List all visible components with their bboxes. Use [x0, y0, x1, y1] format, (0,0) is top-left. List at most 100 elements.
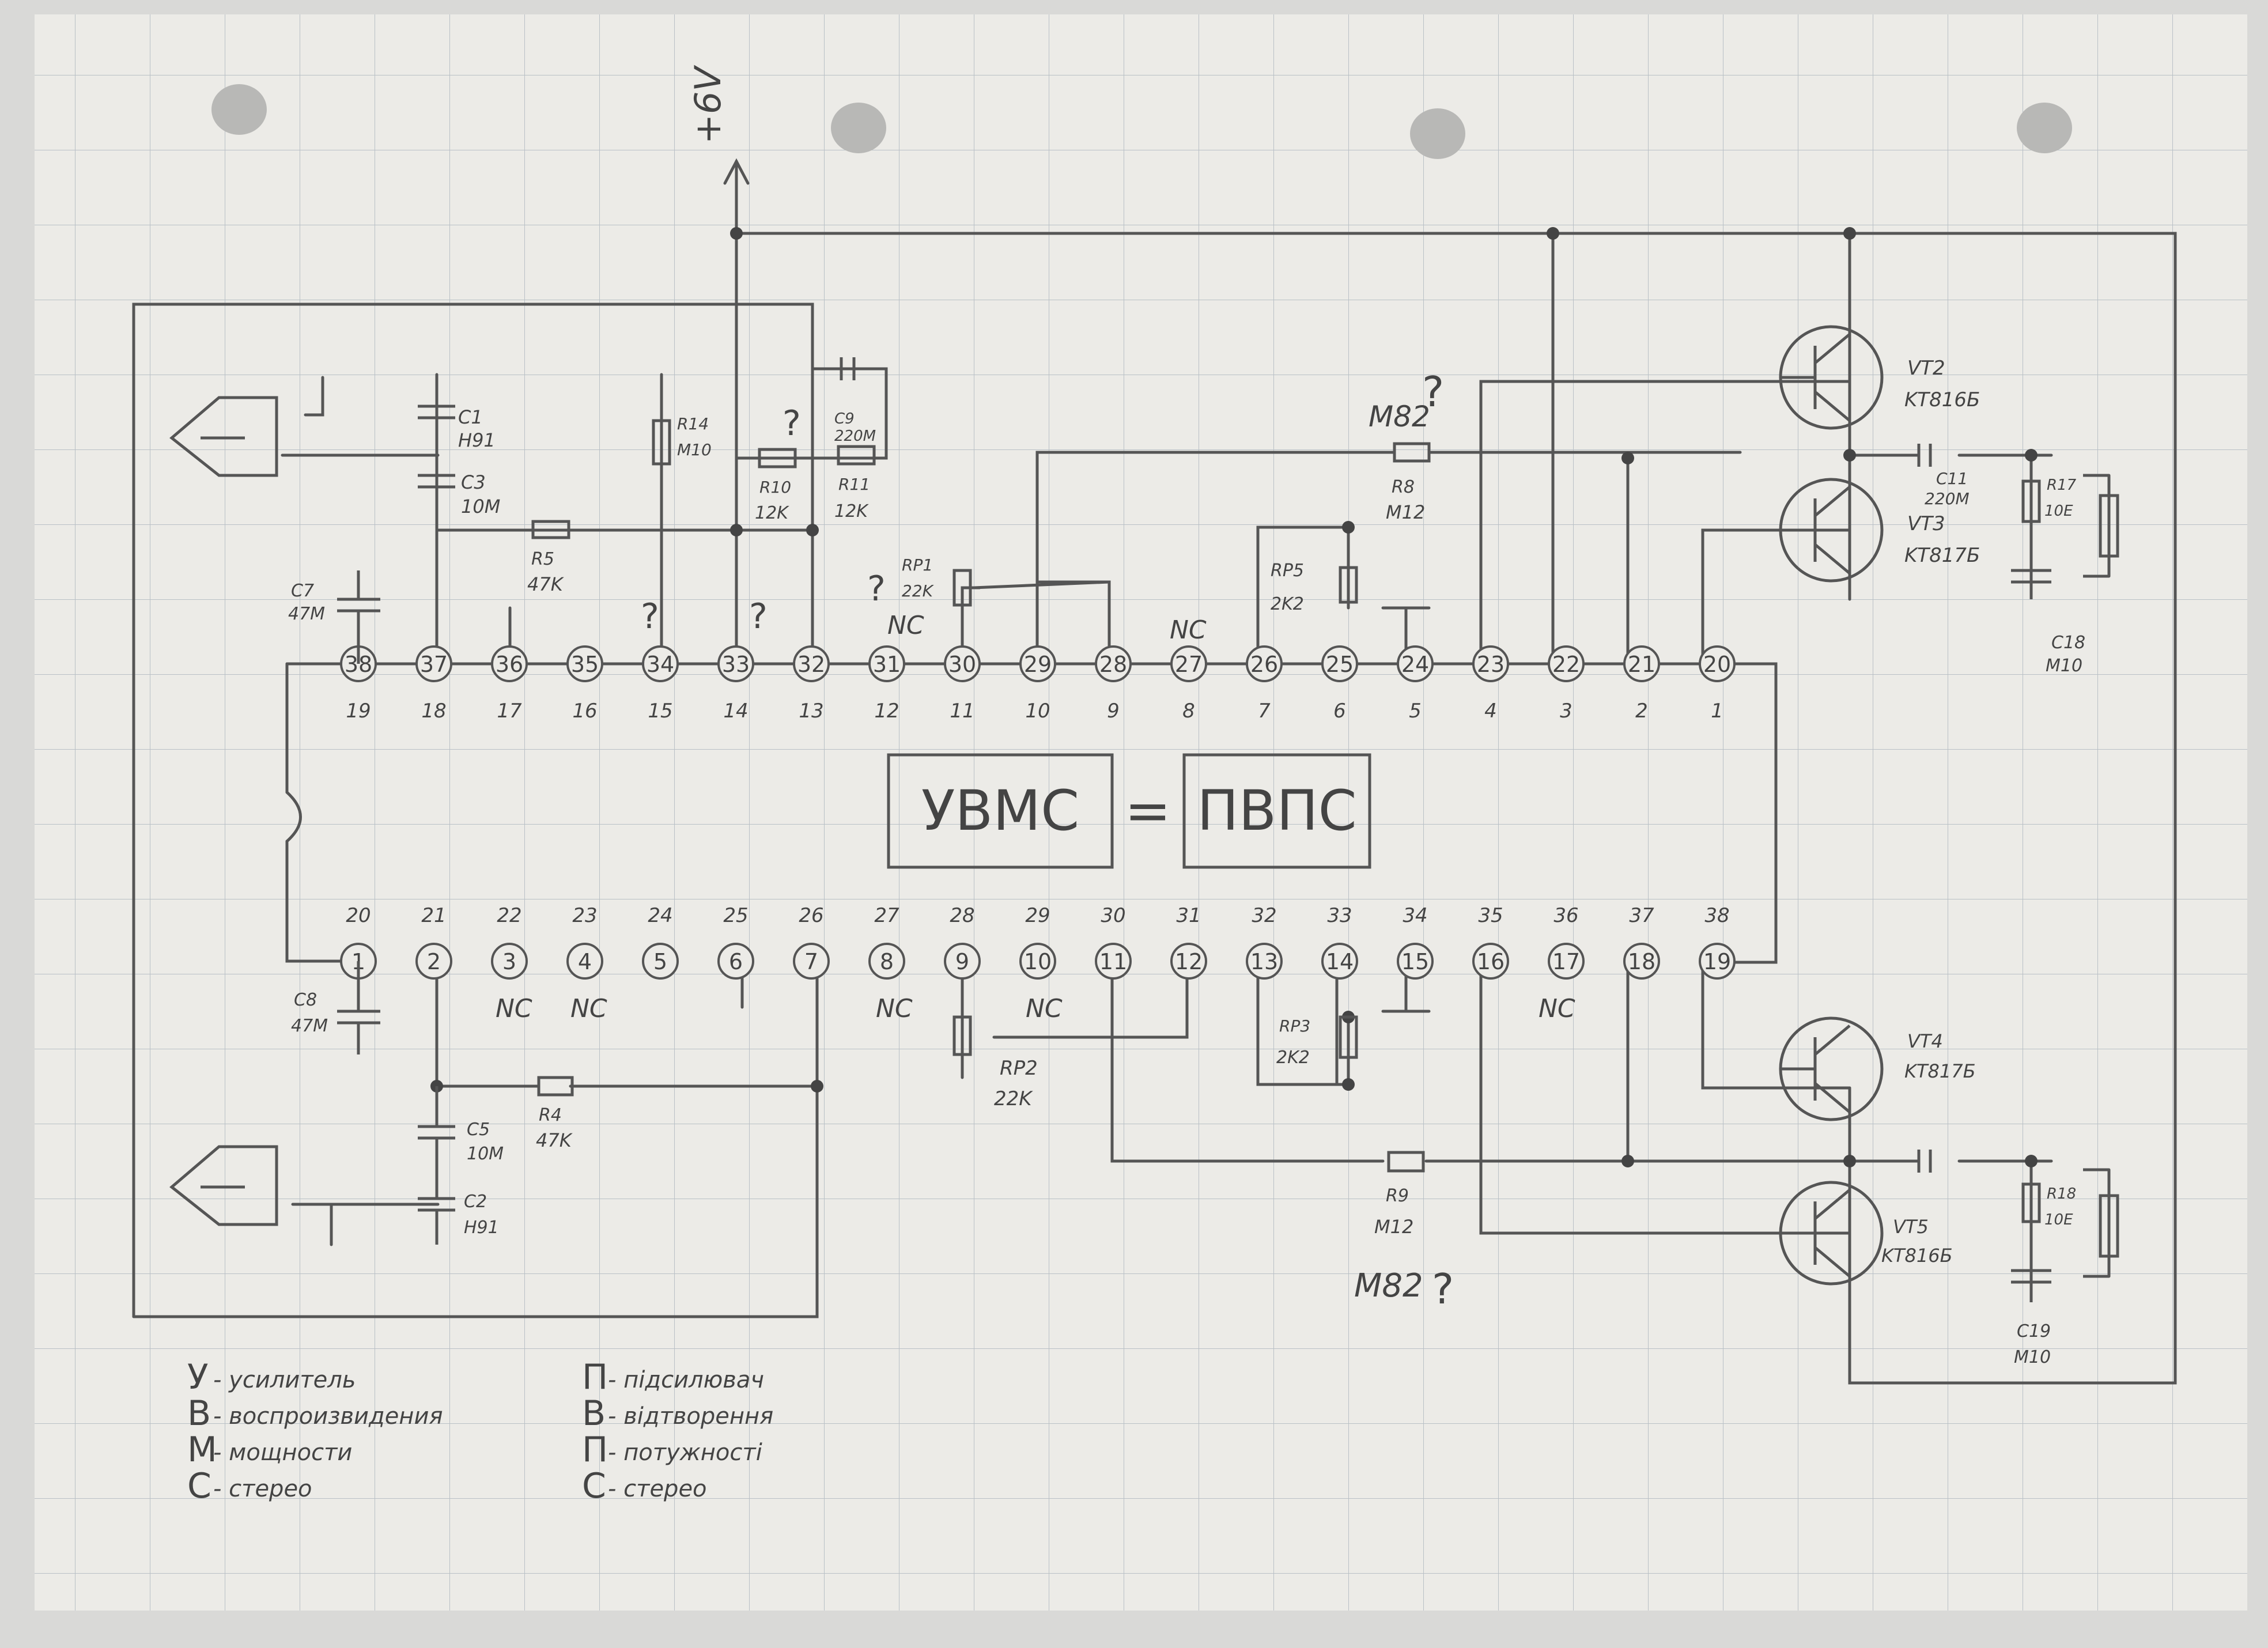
- ic-pin-position: 11: [950, 700, 974, 723]
- ic-pin-position: 8: [1182, 700, 1195, 723]
- legend-letter: П: [582, 1430, 608, 1470]
- ic-pin: [793, 943, 830, 980]
- r14-resistor: [652, 419, 671, 466]
- nc-label: NC: [1026, 994, 1063, 1023]
- legend-text: - відтворення: [608, 1403, 773, 1430]
- ic-pin-position: 36: [1553, 904, 1578, 927]
- ic-pin-position: 38: [1704, 904, 1729, 927]
- junction-dot: [2025, 1155, 2038, 1167]
- legend-letter: У: [187, 1357, 209, 1397]
- junction-dot: [730, 227, 743, 240]
- chip-name-right: ПВПС: [1197, 778, 1356, 843]
- ic-pin-number: 32: [797, 652, 825, 677]
- ic-pin: [1019, 943, 1056, 980]
- junction-dot: [1621, 1155, 1634, 1167]
- vt5-label: VT5: [1893, 1216, 1929, 1238]
- rp2-value: 22K: [994, 1087, 1033, 1110]
- outer-loop-wire: [132, 303, 814, 1318]
- c7-capacitor: [337, 570, 380, 664]
- c9-capacitor: [812, 357, 888, 458]
- r9-resistor: [1387, 1151, 1425, 1173]
- ic-pin-position: 3: [1560, 700, 1573, 723]
- ic-pin: [1246, 943, 1283, 980]
- nc-label: NC: [887, 611, 924, 640]
- vt4-label: VT4: [1907, 1030, 1943, 1052]
- ic-pin-position: 35: [1478, 904, 1503, 927]
- ic-pin-number: 4: [578, 949, 592, 974]
- ic-pin-number: 29: [1024, 652, 1052, 677]
- ic-pin-number: 22: [1552, 652, 1580, 677]
- r17-value: 10E: [2044, 502, 2073, 520]
- c1-capacitor: [418, 375, 455, 461]
- ic-pin-number: 10: [1024, 949, 1052, 974]
- r5-value: 47K: [527, 573, 565, 595]
- ic-pin-number: 26: [1250, 652, 1278, 677]
- c5-value: 10M: [467, 1144, 504, 1164]
- bottom-return-wire: [132, 959, 819, 1318]
- c8-capacitor: [337, 961, 380, 1054]
- ic-pin-position: 9: [1107, 700, 1120, 723]
- ic-pin-number: 9: [955, 949, 969, 974]
- ic-pin-position: 22: [497, 904, 521, 927]
- junction-dot: [730, 524, 743, 536]
- r10-value: 12K: [755, 503, 789, 523]
- ic-pin: [793, 645, 830, 682]
- legend-letter: С: [187, 1466, 211, 1506]
- ic-pin-position: 32: [1252, 904, 1276, 927]
- ic-pin-number: 15: [1401, 949, 1429, 974]
- ic-pin-number: 25: [1326, 652, 1354, 677]
- ic-pin: [1170, 943, 1207, 980]
- ic-pin-position: 7: [1258, 700, 1271, 723]
- ic-pin: [1095, 645, 1132, 682]
- ic-pin-number: 17: [1552, 949, 1580, 974]
- ic-pin-position: 27: [874, 904, 899, 927]
- c11-label: C11: [1936, 469, 1968, 488]
- nc-label: NC: [496, 994, 532, 1023]
- ic-pin-number: 30: [948, 652, 976, 677]
- components: [169, 325, 2119, 1302]
- vt5-value: KT816Б: [1881, 1245, 1953, 1267]
- ic-pin-position: 34: [1403, 904, 1427, 927]
- ic-bottom-row-line: [285, 662, 359, 963]
- c5-label: C5: [467, 1120, 490, 1140]
- legend-letter: М: [187, 1430, 217, 1470]
- rp3-label: RP3: [1279, 1016, 1310, 1035]
- ic-pin-number: 24: [1401, 652, 1429, 677]
- rp1-label: RP1: [902, 555, 933, 574]
- nc-label: NC: [1539, 994, 1575, 1023]
- ic-bottom-pins: 1202213224235246257268279281029113012311…: [340, 904, 1736, 980]
- ic-pin: [1397, 645, 1434, 682]
- m82-note-top: M82: [1369, 400, 1430, 433]
- c1-value: H91: [458, 429, 496, 451]
- ic-pin-position: 24: [648, 904, 672, 927]
- ic-pin-number: 16: [1477, 949, 1505, 974]
- r8-value: M12: [1386, 501, 1425, 523]
- ic-pin: [1321, 645, 1358, 682]
- junction-dot: [1843, 1155, 1856, 1167]
- c9-value: 220M: [834, 428, 876, 445]
- r10-resistor: [758, 448, 797, 468]
- ic-top-pins: 3819371836173516341533143213311230112910…: [340, 645, 1736, 723]
- junction-dot: [1621, 452, 1634, 464]
- c18-label: C18: [2051, 633, 2085, 653]
- ic-body: [887, 753, 1371, 869]
- ic-pin-position: 25: [723, 904, 748, 927]
- ic-pin-position: 15: [648, 700, 672, 723]
- r11-resistor: [837, 445, 876, 466]
- ic-pin-number: 34: [647, 652, 674, 677]
- ic-pin-position: 10: [1025, 700, 1050, 723]
- ic-pin-number: 13: [1250, 949, 1278, 974]
- ic-pin: [1397, 943, 1434, 980]
- ic-pin-number: 27: [1175, 652, 1203, 677]
- r8-resistor: [1393, 442, 1431, 463]
- c2-label: C2: [464, 1192, 487, 1212]
- ic-pin-position: 28: [950, 904, 974, 927]
- rp3-value: 2K2: [1276, 1048, 1310, 1068]
- supply-arrow: [723, 158, 750, 185]
- ic-pin-position: 1: [1711, 700, 1723, 723]
- ic-pin-number: 36: [496, 652, 523, 677]
- rp5-value: 2K2: [1271, 594, 1304, 614]
- nc-label: NC: [876, 994, 913, 1023]
- ic-pin: [1170, 645, 1207, 682]
